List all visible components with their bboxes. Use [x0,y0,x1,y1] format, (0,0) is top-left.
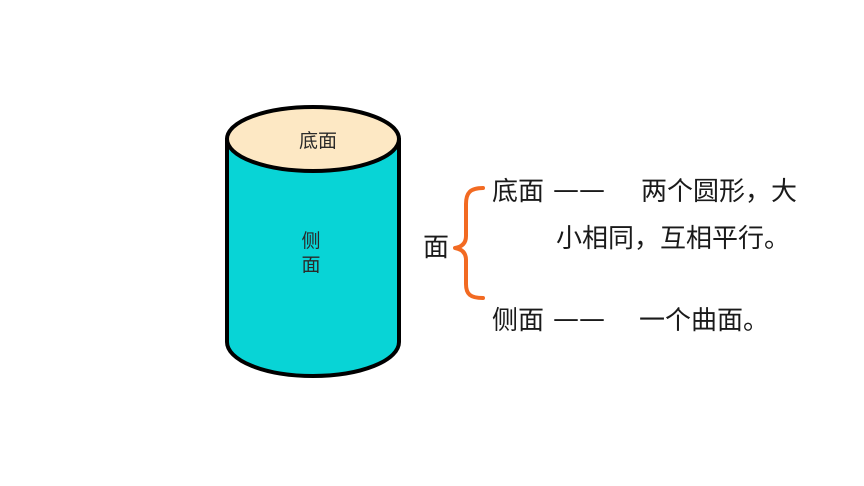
face-label: 面 [423,233,450,263]
cylinder-top-base [225,105,401,173]
top-base-label: 底面 [299,130,337,152]
side-description: 一个曲面。 [639,306,770,336]
side-dash: —— [553,304,605,334]
base-term: 底面 [492,177,545,207]
base-description-line-2: 小相同，互相平行。 [556,224,791,254]
cylinder-side [225,137,401,378]
side-label-char-2: 面 [301,254,320,276]
base-description-line-1: 两个圆形，大 [641,177,798,207]
side-label-char-1: 侧 [301,230,320,252]
curly-brace [453,186,485,300]
base-dash: —— [553,175,605,205]
side-term: 侧面 [492,306,545,336]
